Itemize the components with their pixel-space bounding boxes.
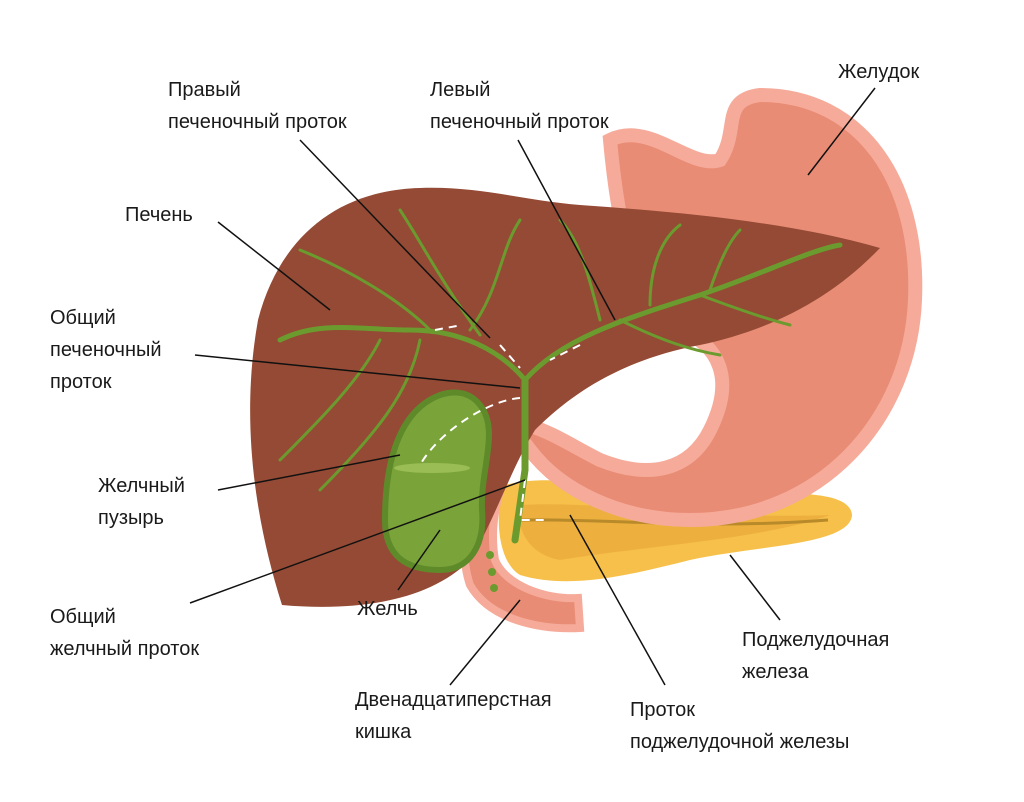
- label-duodenum: Двенадцатиперстная кишка: [355, 684, 552, 748]
- label-line: проток: [50, 371, 112, 393]
- label-line: Желчь: [357, 598, 418, 620]
- label-line: печеночный проток: [430, 111, 609, 133]
- label-line: Желудок: [838, 61, 920, 83]
- label-line: Проток: [630, 699, 695, 721]
- bile-duct-tree: [277, 208, 843, 544]
- label-pancreas: Поджелудочная железа: [742, 624, 889, 688]
- label-line: Желчный: [98, 475, 185, 497]
- label-line: Левый: [430, 79, 491, 101]
- label-line: Поджелудочная: [742, 629, 890, 651]
- label-line: Общий: [50, 606, 116, 628]
- bile-drops: [486, 551, 498, 592]
- label-right-hepatic-duct: Правый печеночный проток: [168, 74, 347, 138]
- label-line: Печень: [125, 204, 193, 226]
- label-common-bile-duct: Общий желчный проток: [50, 601, 199, 665]
- label-gallbladder: Желчный пузырь: [98, 470, 185, 534]
- label-pancreatic-duct: Проток поджелудочной железы: [630, 694, 849, 758]
- label-line: Двенадцатиперстная: [355, 689, 552, 711]
- bile-level: [394, 463, 470, 473]
- bile-flow-arrows: [419, 324, 581, 521]
- label-line: железа: [742, 661, 809, 683]
- label-line: пузырь: [98, 507, 164, 529]
- label-line: Правый: [168, 79, 241, 101]
- label-bile: Желчь: [357, 593, 418, 625]
- label-line: Общий: [50, 307, 116, 329]
- label-line: кишка: [355, 721, 412, 743]
- label-liver: Печень: [125, 199, 193, 231]
- label-line: желчный проток: [50, 638, 200, 660]
- label-left-hepatic-duct: Левый печеночный проток: [430, 74, 609, 138]
- label-line: печеночный проток: [168, 111, 347, 133]
- label-stomach: Желудок: [838, 56, 919, 88]
- label-line: печеночный: [50, 339, 162, 361]
- label-line: поджелудочной железы: [630, 731, 850, 753]
- leader-lines: [189, 87, 876, 686]
- label-common-hepatic-duct: Общий печеночный проток: [50, 302, 162, 398]
- gallbladder: [381, 389, 492, 574]
